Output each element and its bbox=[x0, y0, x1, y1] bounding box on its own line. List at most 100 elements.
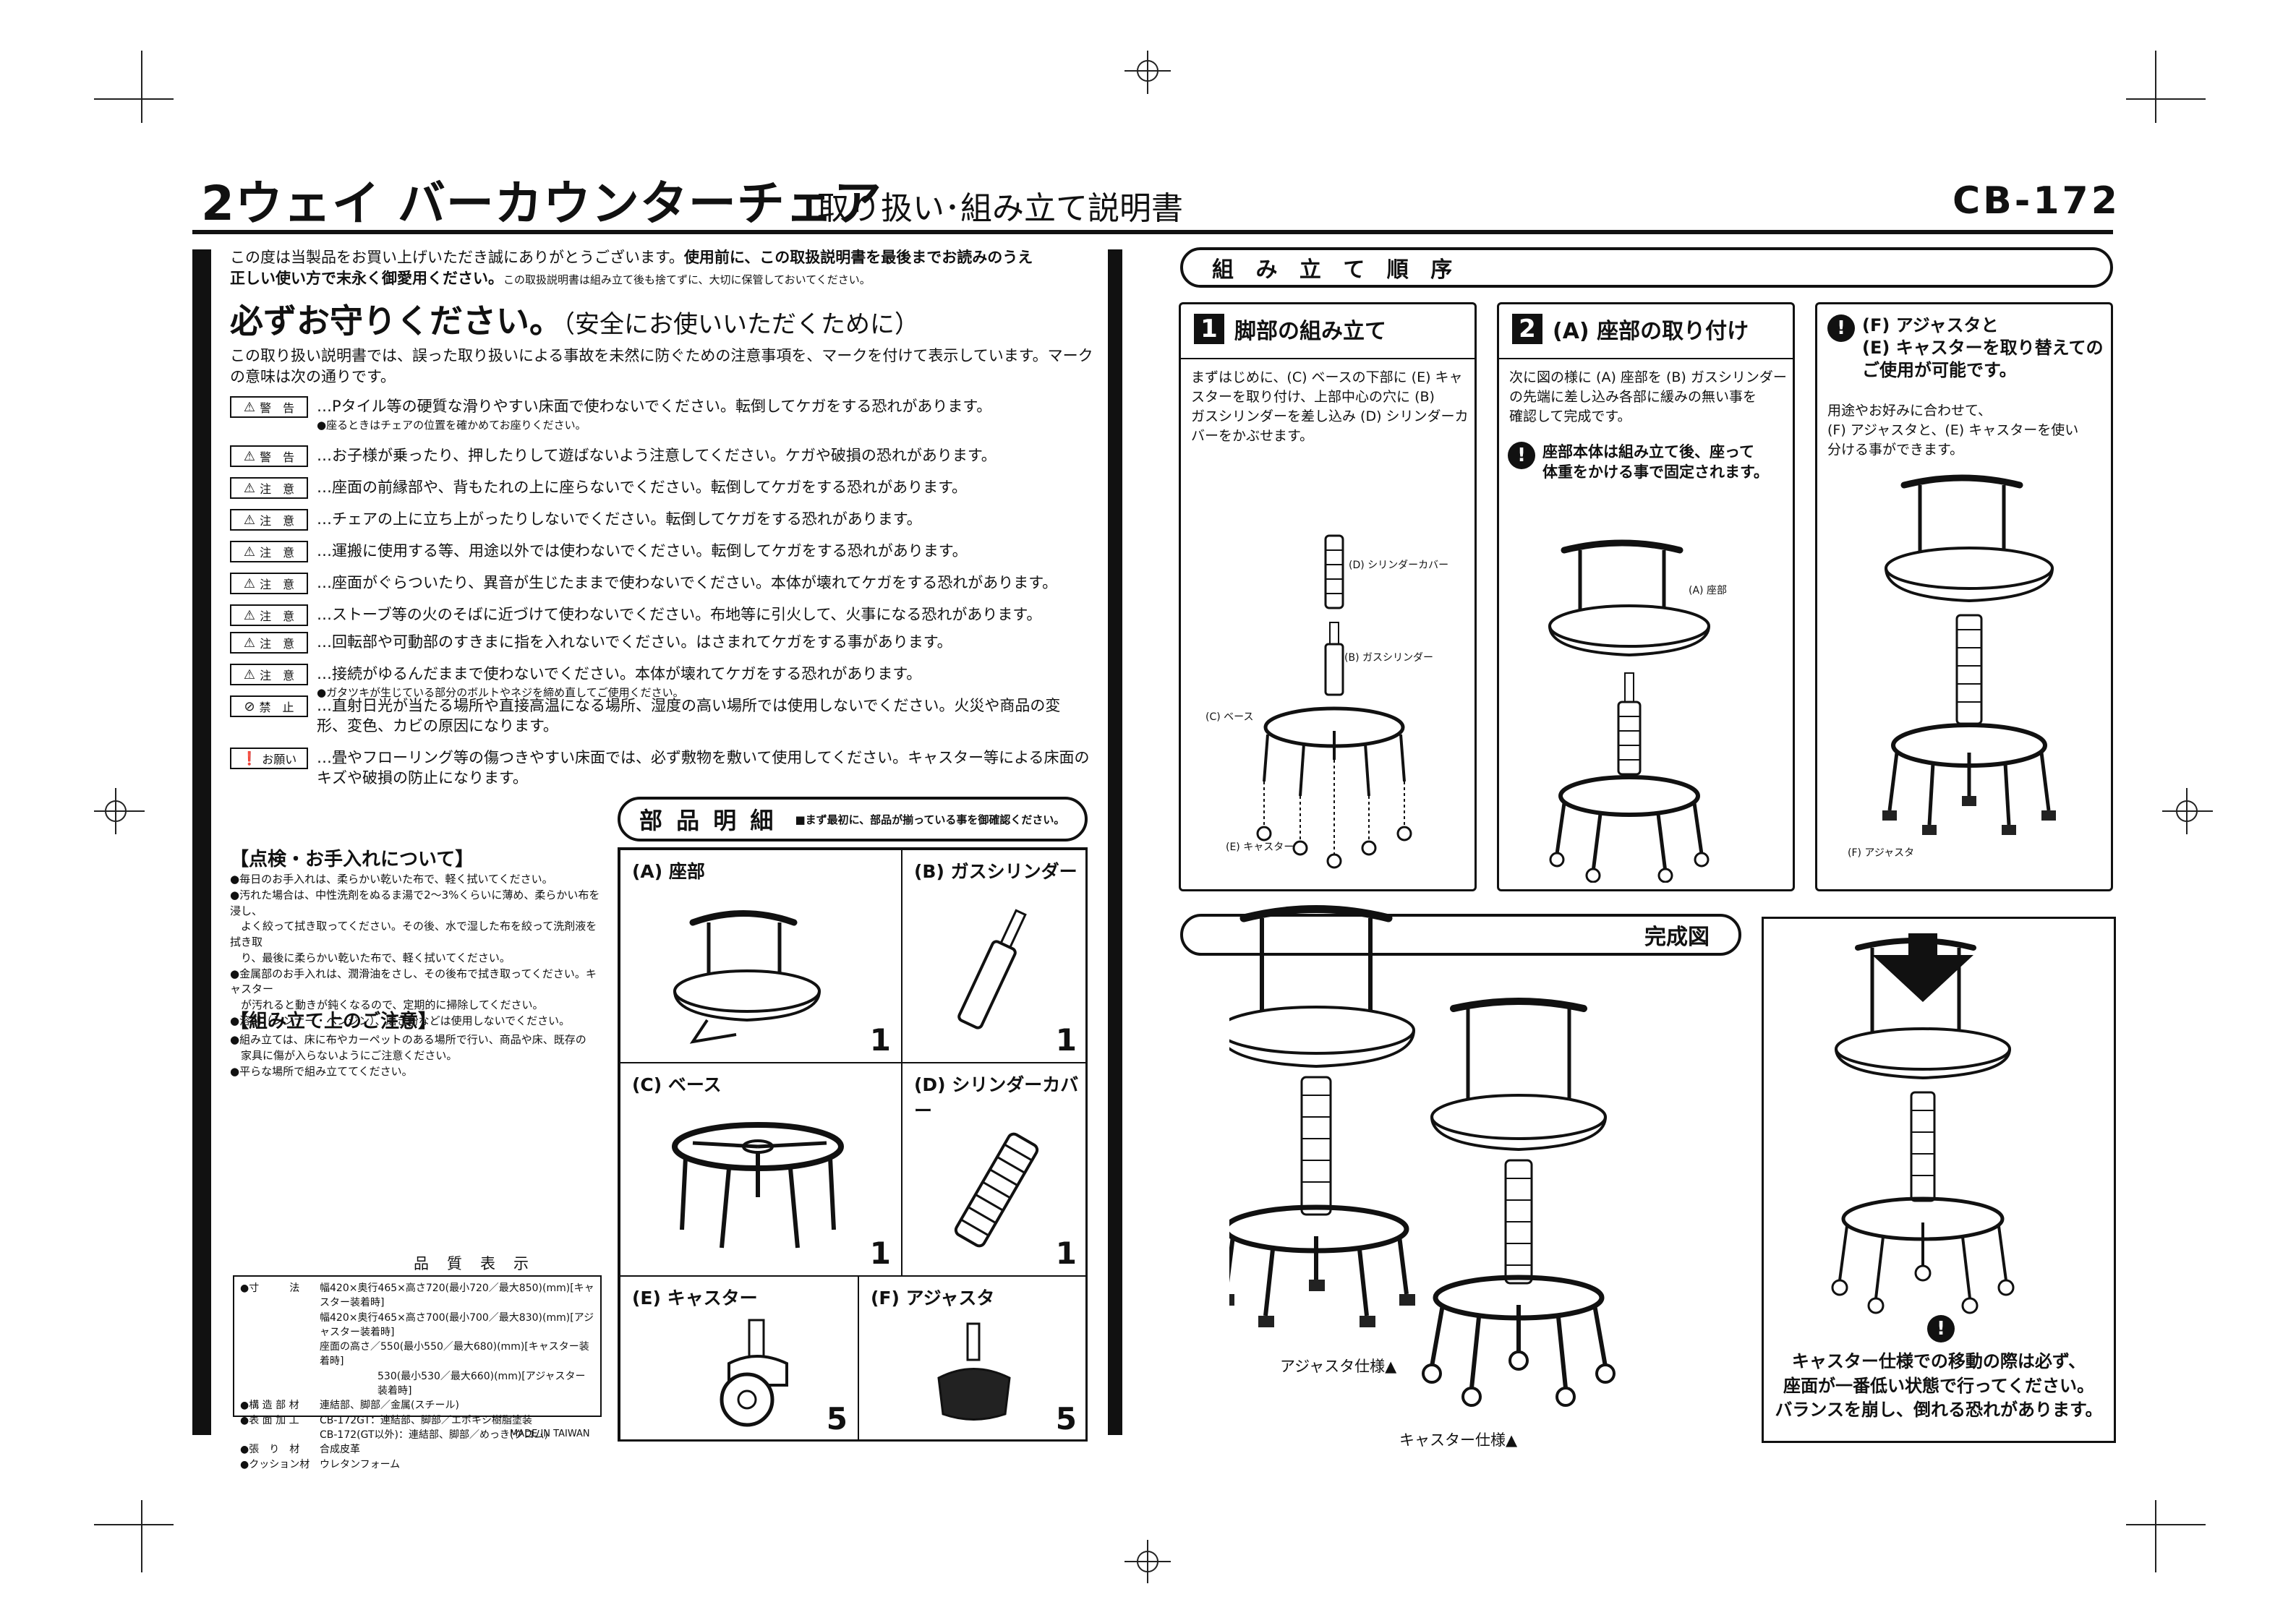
warning-text-main: …座面の前縁部や、背もたれの上に座らないでください。転倒してケガをする恐れがあり… bbox=[317, 479, 968, 496]
step1-text: まずはじめに、(C) ベースの下部に (E) キャスターを取り付け、上部中心の穴… bbox=[1191, 368, 1469, 446]
base-illustration bbox=[672, 1122, 844, 1249]
care-line: ●汚れた場合は、中性洗剤をぬるま湯で2～3%くらいに薄め、柔らかい布を浸し、 bbox=[230, 888, 600, 917]
warning-mark: ⚠注 意 bbox=[230, 509, 308, 531]
warning-text: …回転部や可動部のすきまに指を入れないでください。はさまれてケガをする事がありま… bbox=[317, 632, 1091, 652]
warning-triangle-icon: ⚠ bbox=[243, 448, 256, 464]
label-adjuster-spec: アジャスタ仕様▲ bbox=[1280, 1358, 1397, 1375]
care-line: が汚れると動きが鈍くなるので、定期的に掃除してください。 bbox=[230, 998, 544, 1011]
seat-illustration bbox=[673, 910, 821, 1044]
step3-panel: ! (F) アジャスタと(E) キャスターを取り替えてのご使用が可能です。 用途… bbox=[1815, 302, 2113, 891]
registration-mark bbox=[1124, 1540, 1171, 1583]
quality-value: 530(最小530／最大660)(mm)[アジャスター装着時] bbox=[377, 1370, 586, 1397]
quality-value: CB-172GT：連結部、脚部／エポキシ樹脂塗装 bbox=[320, 1414, 533, 1426]
complete-heading-bar: 完成図 bbox=[1180, 914, 1741, 956]
cylinder-cover-illustration bbox=[954, 1132, 1039, 1248]
step2-line: の先端に差し込み各部に緩みの無い事を bbox=[1509, 388, 1757, 405]
step1-line: バーをかぶせます。 bbox=[1191, 427, 1314, 444]
quality-heading: 品 質 表 示 bbox=[414, 1255, 530, 1272]
parts-grid: (A) 座部 1 (B) ガスシリンダー 1 (C) ベース 1 (D) シリン… bbox=[618, 847, 1088, 1442]
crop-mark bbox=[94, 98, 174, 100]
warning-mark-label: 禁 止 bbox=[259, 701, 294, 714]
complete-illustration bbox=[1229, 905, 1616, 1407]
warning-text-main: …座面がぐらついたり、異音が生じたままで使わないでください。本体が壊れてケガをす… bbox=[317, 574, 1058, 591]
right-column-bar bbox=[1108, 249, 1122, 1435]
assembly-note-heading: 【組み立て上のご注意】 bbox=[230, 1011, 438, 1032]
warning-text: …座面がぐらついたり、異音が生じたままで使わないでください。本体が壊れてケガをす… bbox=[317, 573, 1091, 593]
crop-mark bbox=[2126, 1524, 2206, 1525]
care-line: ●毎日のお手入れは、柔らかい乾いた布で、軽く拭いてください。 bbox=[230, 873, 553, 886]
adjuster-illustration bbox=[937, 1322, 1011, 1421]
warning-text: …直射日光が当たる場所や直接高温になる場所、湿度の高い場所では使用しないでくださ… bbox=[317, 695, 1091, 737]
warning-text-main: …ストーブ等の火のそばに近づけて使わないでください。布地等に引火して、火事になる… bbox=[317, 606, 1042, 623]
warning-text-sub: ●座るときはチェアの位置を確かめてお座りください。 bbox=[317, 419, 586, 432]
warning-mark: ⚠注 意 bbox=[230, 541, 308, 562]
step2-line: 確認して完成です。 bbox=[1509, 408, 1631, 424]
quality-value: 合成皮革 bbox=[320, 1444, 360, 1456]
quality-value: 幅420×奥行465×高さ700(最小700／最大830)(mm)[アジャスター… bbox=[320, 1311, 594, 1338]
left-column-bar bbox=[192, 249, 211, 1435]
warning-mark: ⚠注 意 bbox=[230, 477, 308, 499]
registration-mark bbox=[94, 788, 145, 834]
warning-mark-label: 警 告 bbox=[260, 401, 295, 415]
warning-mark: ⊘禁 止 bbox=[230, 695, 308, 717]
warning-text-main: …直射日光が当たる場所や直接高温になる場所、湿度の高い場所では使用しないでくださ… bbox=[317, 697, 1061, 735]
step1-line: スターを取り付け、上部中心の穴に (B) bbox=[1191, 388, 1435, 405]
warning-mark: ⚠注 意 bbox=[230, 573, 308, 594]
step2-illustration bbox=[1548, 539, 1710, 883]
quality-value: 座面の高さ／550(最小550／最大680)(mm)[キャスター装着時] bbox=[320, 1341, 589, 1368]
step3-illustration bbox=[1882, 474, 2056, 835]
care-line: ●金属部のお手入れは、潤滑油をさし、その後布で拭き取ってください。キャスター bbox=[230, 967, 597, 996]
crop-mark bbox=[141, 1500, 142, 1572]
step2-panel: 2 (A) 座部の取り付け 次に図の様に (A) 座部を (B) ガスシリンダー… bbox=[1497, 302, 1795, 891]
part-seat: (A) 座部 1 bbox=[620, 849, 902, 1063]
crop-mark bbox=[2155, 1500, 2156, 1572]
warning-item: ❗お願い…畳やフローリング等の傷つきやすい床面では、必ず敷物を敷いて使用してくだ… bbox=[230, 748, 1091, 789]
parts-heading-bar: 部 品 明 細 ■まず最初に、部品が揃っている事を御確認ください。 bbox=[618, 797, 1088, 842]
label-caster: (E) キャスター bbox=[1226, 842, 1294, 853]
page-title: 2ウェイ バーカウンターチェア bbox=[201, 176, 882, 231]
step2-number: 2 bbox=[1512, 314, 1542, 344]
care-line: ●溶剤（シンナー・ベンジン）、磨き粉などは使用しないでください。 bbox=[230, 1014, 571, 1027]
warning-triangle-icon: ⚠ bbox=[243, 575, 256, 591]
caution-text: キャスター仕様での移動の際は必ず、座面が一番低い状態で行ってください。バランスを… bbox=[1764, 1350, 2114, 1423]
warning-item: ⚠警 告…お子様が乗ったり、押したりして遊ばないよう注意してください。ケガや破損… bbox=[230, 445, 1091, 467]
assembly-note-line: ●平らな場所で組み立ててください。 bbox=[230, 1064, 413, 1078]
cylinder-illustration bbox=[957, 909, 1027, 1029]
step2-warning: ! 座部本体は組み立て後、座って体重をかける事で固定されます。 bbox=[1508, 442, 1769, 483]
warning-text-main: …運搬に使用する等、用途以外では使わないでください。転倒してケガをする恐れがあり… bbox=[317, 542, 968, 560]
safety-heading: 必ずお守りください。（安全にお使いいただくために） bbox=[230, 301, 919, 341]
assembly-note-line: 家具に傷が入らないようにご注意ください。 bbox=[230, 1048, 458, 1062]
quality-key: ●表 面 加 工 bbox=[240, 1414, 299, 1426]
origin-label: MADE IN TAIWAN bbox=[510, 1429, 590, 1439]
warning-text-main: …回転部や可動部のすきまに指を入れないでください。はさまれてケガをする事がありま… bbox=[317, 633, 952, 651]
warning-triangle-icon: ⚠ bbox=[243, 399, 256, 415]
part-gas-cylinder: (B) ガスシリンダー 1 bbox=[902, 849, 1088, 1063]
warning-text-main: …Pタイル等の硬質な滑りやすい床面で使わないでください。転倒してケガをする恐れが… bbox=[317, 398, 992, 415]
step2-line: 次に図の様に (A) 座部を (B) ガスシリンダー bbox=[1509, 369, 1787, 385]
warning-triangle-icon: ⚠ bbox=[243, 667, 256, 682]
warning-text: …座面の前縁部や、背もたれの上に座らないでください。転倒してケガをする恐れがあり… bbox=[317, 477, 1091, 497]
exclamation-icon: ! bbox=[1827, 314, 1855, 342]
warning-text: …お子様が乗ったり、押したりして遊ばないよう注意してください。ケガや破損の恐れが… bbox=[317, 445, 1091, 466]
step3-line: (F) アジャスタと、(E) キャスターを使い bbox=[1827, 421, 2079, 438]
warning-mark-label: 注 意 bbox=[260, 609, 295, 623]
quality-row: 座面の高さ／550(最小550／最大680)(mm)[キャスター装着時] bbox=[240, 1340, 594, 1369]
warning-mark-label: 注 意 bbox=[260, 514, 295, 528]
step1-illustration bbox=[1256, 534, 1412, 869]
quality-row: 530(最小530／最大660)(mm)[アジャスター装着時] bbox=[240, 1369, 594, 1399]
step3-title-line: ご使用が可能です。 bbox=[1862, 360, 2017, 381]
step2-text: 次に図の様に (A) 座部を (B) ガスシリンダーの先端に差し込み各部に緩みの… bbox=[1509, 368, 1787, 427]
warning-item: ⚠注 意 …回転部や可動部のすきまに指を入れないでください。はさまれてケガをする事… bbox=[230, 632, 1091, 654]
warning-mark: ❗お願い bbox=[230, 748, 308, 769]
step1-line: まずはじめに、(C) ベースの下部に (E) キャ bbox=[1191, 369, 1463, 385]
warning-item: ⚠注 意…接続がゆるんだままで使わないでください。本体が壊れてケガをする恐れがあ… bbox=[230, 664, 1091, 701]
warning-mark-label: 注 意 bbox=[260, 482, 295, 496]
warning-mark: ⚠注 意 bbox=[230, 632, 308, 654]
quality-key: ●張 り 材 bbox=[240, 1444, 300, 1456]
quality-value: ウレタンフォーム bbox=[320, 1458, 401, 1470]
step3-title-line: (E) キャスターを取り替えての bbox=[1862, 338, 2104, 359]
part-adjuster: (F) アジャスタ 5 bbox=[858, 1276, 1088, 1442]
caution-line: バランスを崩し、倒れる恐れがあります。 bbox=[1775, 1400, 2103, 1421]
exclamation-circle-icon: ❗ bbox=[241, 750, 258, 766]
step3-text: 用途やお好みに合わせて、(F) アジャスタと、(E) キャスターを使い分ける事が… bbox=[1827, 401, 2078, 460]
